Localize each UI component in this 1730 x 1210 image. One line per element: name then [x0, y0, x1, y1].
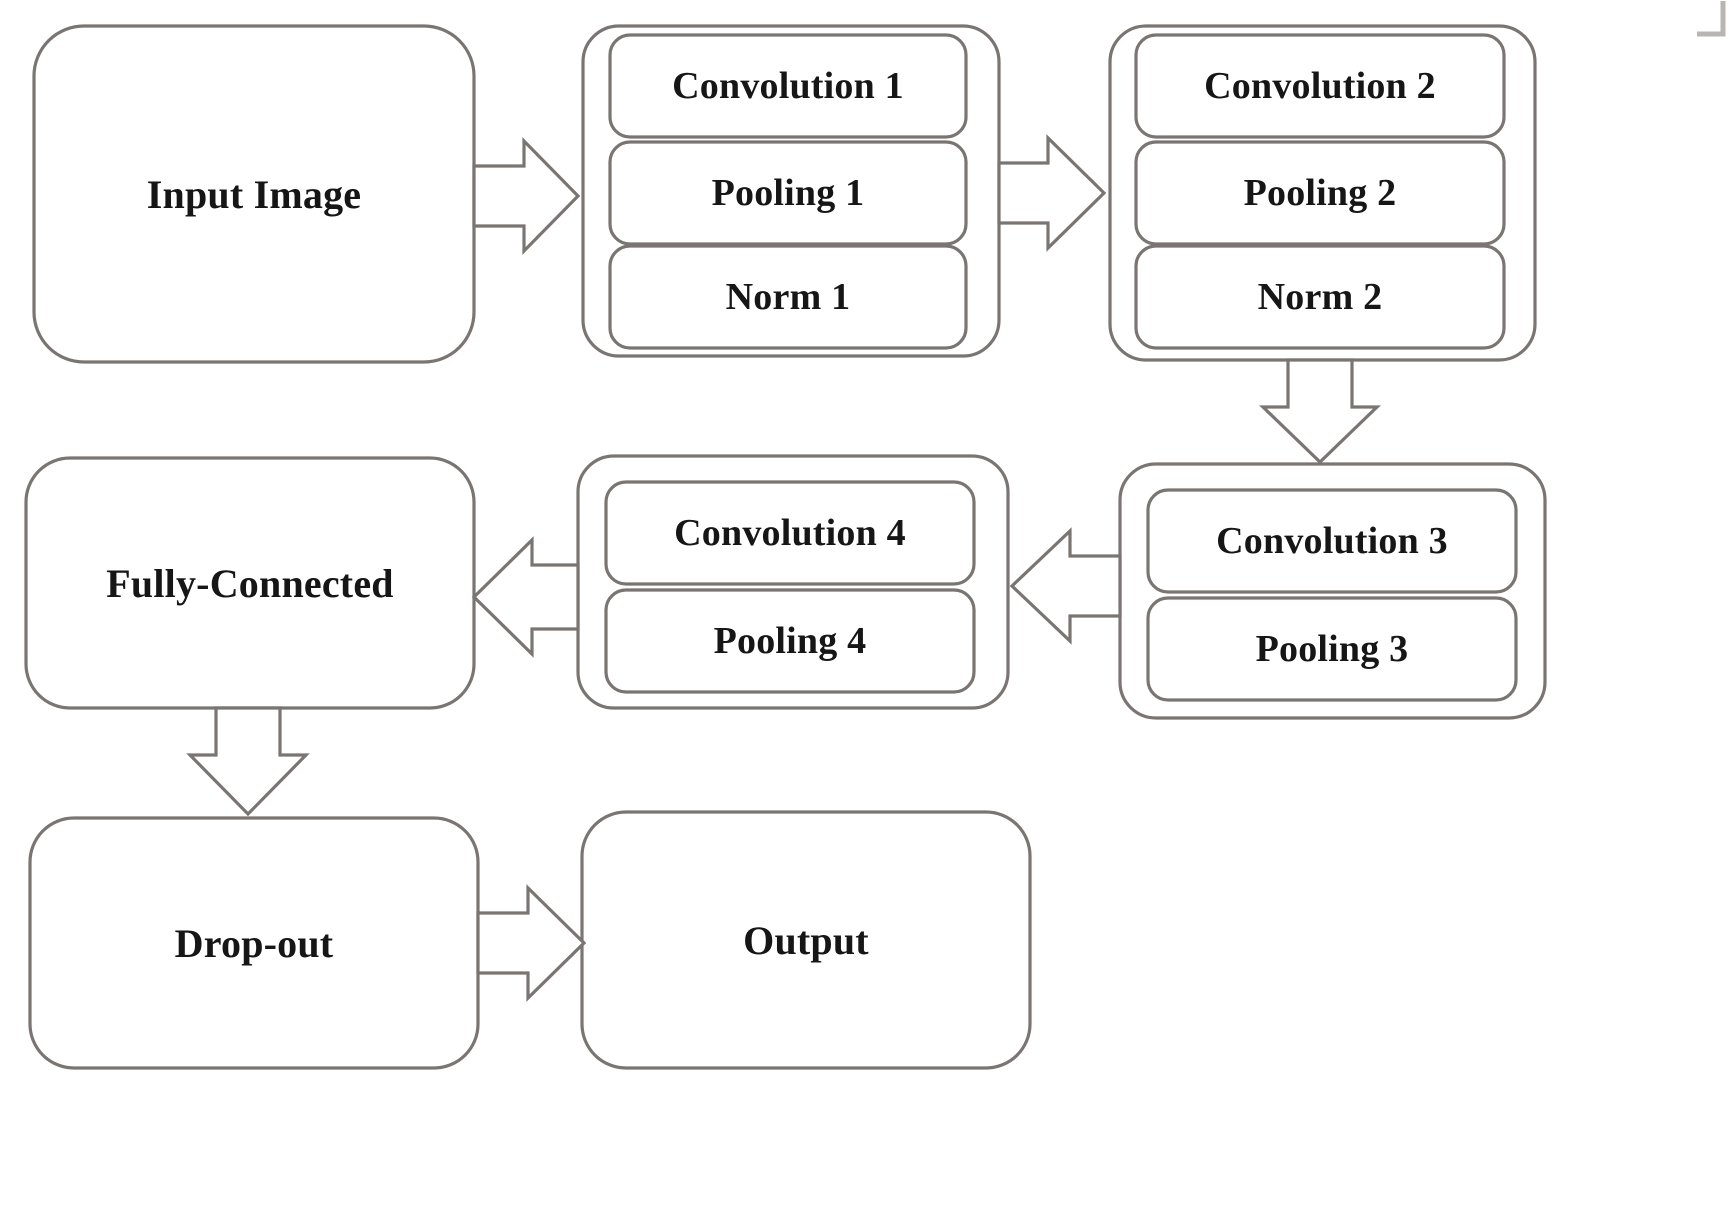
- node-pooling-3-box: [1146, 596, 1518, 702]
- node-convolution-2-box: [1134, 33, 1506, 139]
- node-input-image-box: [32, 24, 476, 364]
- edge-dropout-to-output-arrow: [476, 884, 587, 1002]
- node-convolution-1-box: [608, 33, 968, 139]
- edge-input-to-stage1-arrow: [472, 137, 581, 255]
- node-pooling-2-box: [1134, 140, 1506, 246]
- corner-mark-icon: [1697, 1, 1726, 37]
- node-fully-connected-box: [24, 456, 476, 710]
- node-pooling-1-box: [608, 140, 968, 246]
- edge-stage2-to-stage3-arrow: [1259, 358, 1381, 465]
- node-drop-out-box: [28, 816, 480, 1070]
- edge-stage3-to-stage4-arrow: [1009, 527, 1122, 645]
- node-norm-1-box: [608, 244, 968, 350]
- node-output-box: [580, 810, 1032, 1070]
- node-pooling-4-box: [604, 588, 976, 694]
- edge-stage4-to-fc-arrow: [471, 536, 580, 658]
- node-norm-2-box: [1134, 244, 1506, 350]
- edge-stage1-to-stage2-arrow: [997, 134, 1107, 252]
- edge-fc-to-dropout-arrow: [186, 706, 310, 817]
- node-convolution-3-box: [1146, 488, 1518, 594]
- node-convolution-4-box: [604, 480, 976, 586]
